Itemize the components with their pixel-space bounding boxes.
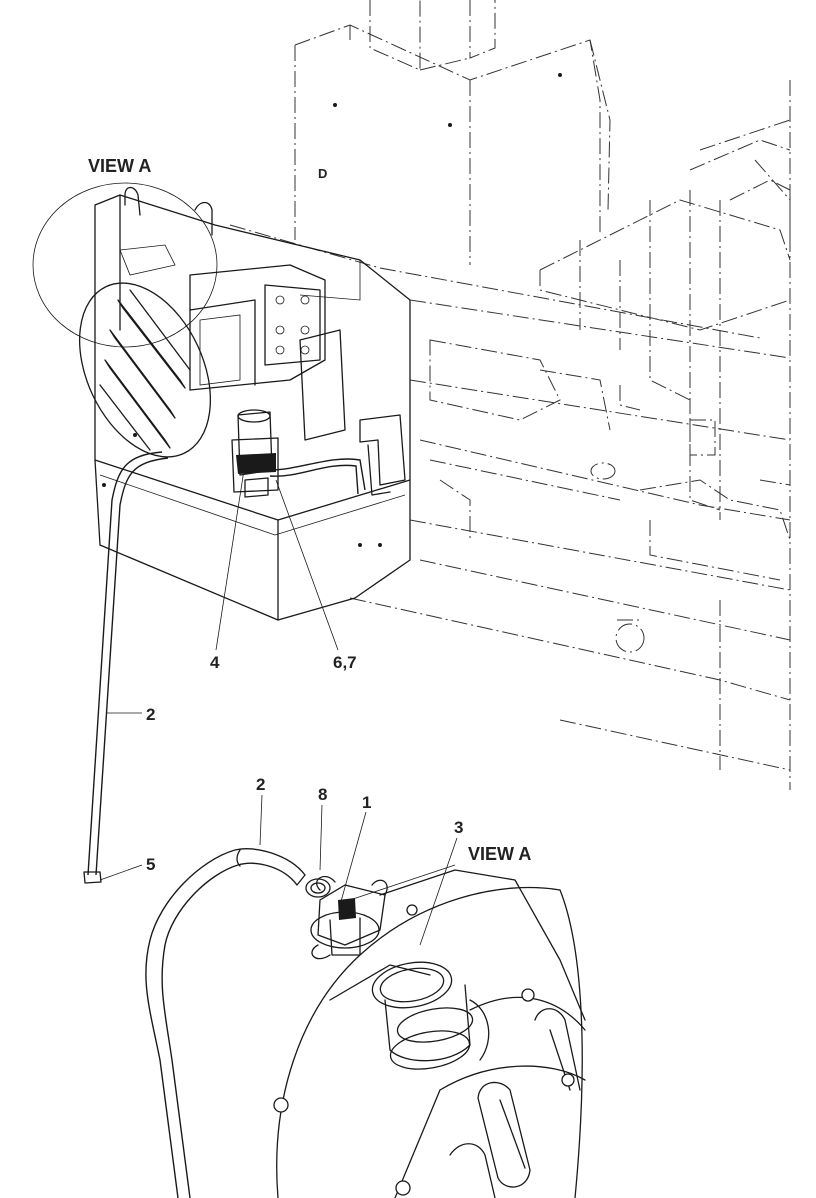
callout-2-detail: 2	[256, 775, 265, 794]
view-a-circle-upper	[32, 182, 218, 348]
leader-lines	[99, 469, 458, 946]
callout-6-7: 6,7	[333, 653, 357, 672]
detail-view-a	[145, 848, 586, 1198]
view-a-label-detail: VIEW A	[468, 844, 531, 864]
callout-5: 5	[146, 855, 155, 874]
callout-3: 3	[454, 818, 463, 837]
machine-frame-phantom	[229, 0, 791, 790]
callout-1: 1	[362, 793, 371, 812]
panel-mark: D	[318, 166, 327, 181]
view-a-label-upper: VIEW A	[88, 156, 151, 176]
callout-2-hose: 2	[146, 705, 155, 724]
callout-8: 8	[318, 785, 327, 804]
tank-housing	[78, 73, 562, 621]
return-hose	[83, 451, 169, 884]
callout-4: 4	[210, 653, 220, 672]
